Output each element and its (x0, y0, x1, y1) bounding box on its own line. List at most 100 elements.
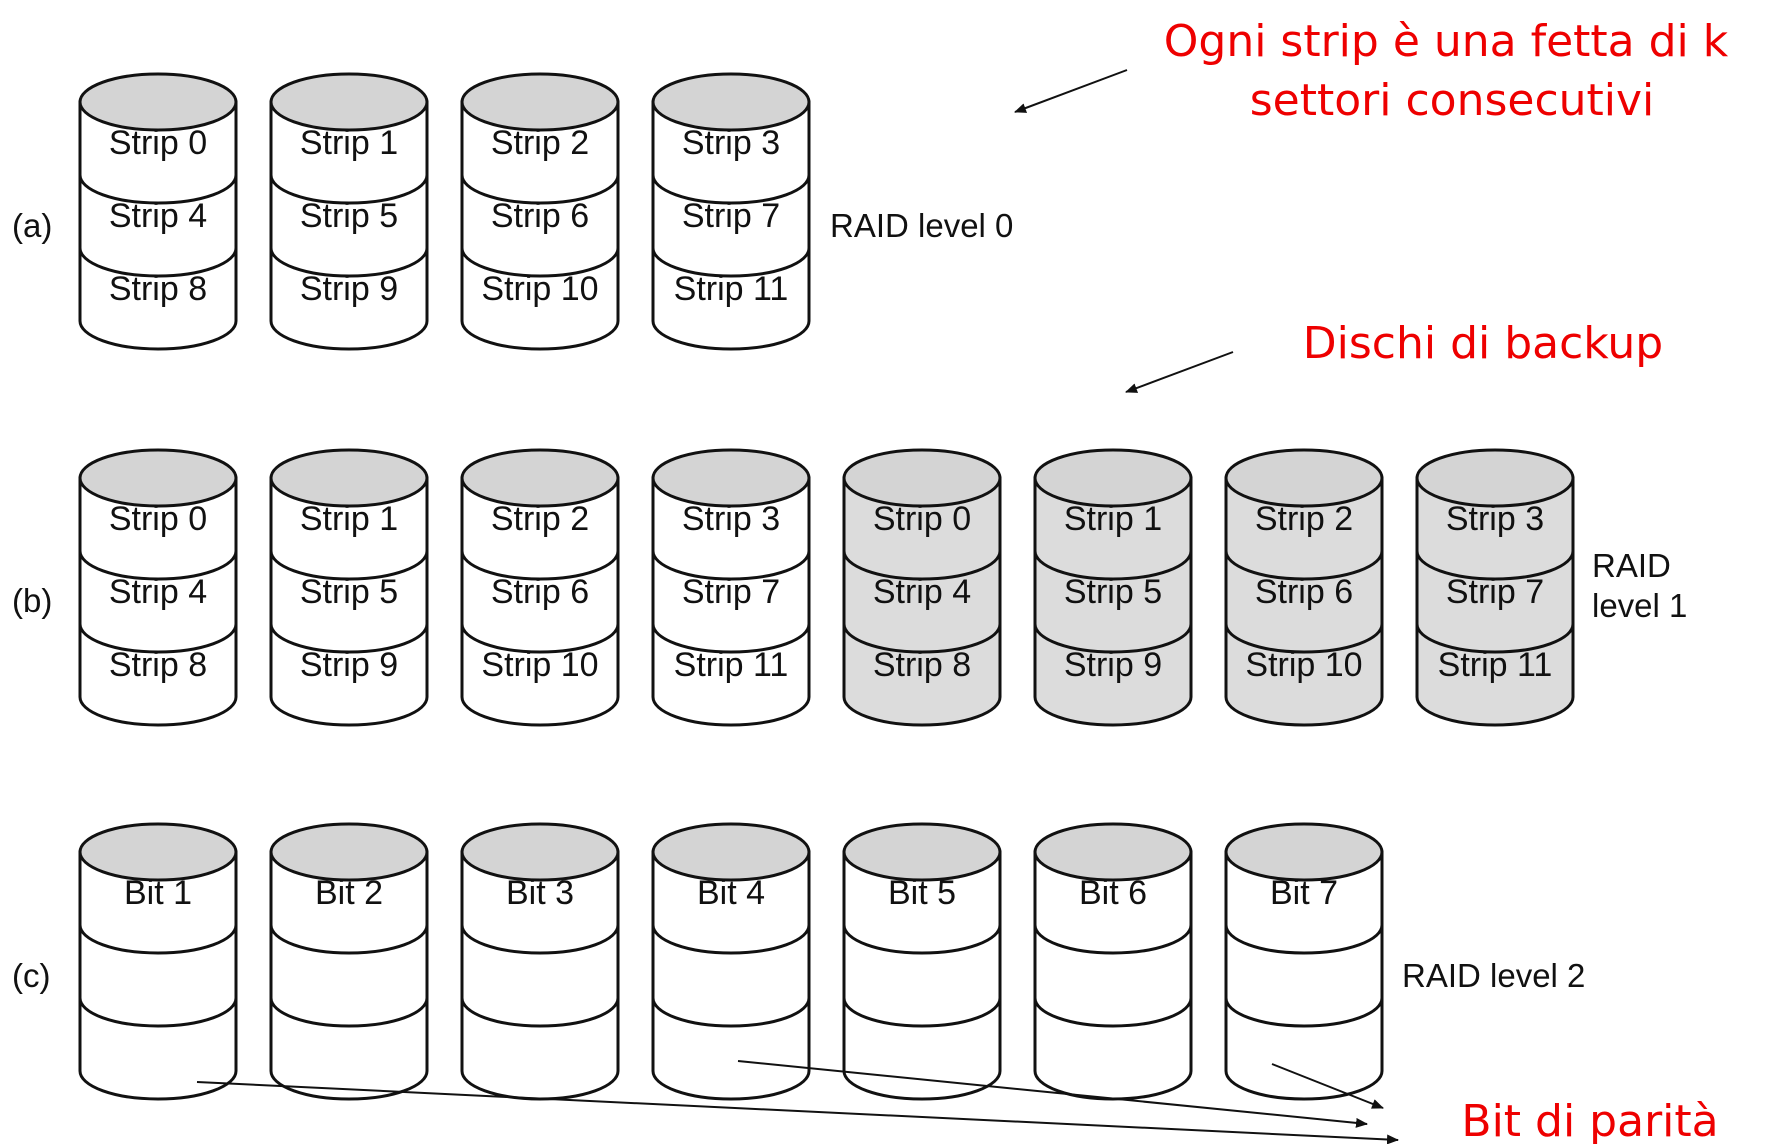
strip-label: Bit 1 (124, 874, 192, 912)
strip-label: Strip 6 (1255, 573, 1353, 611)
strip-label: Strip 3 (682, 500, 780, 538)
disk-band-divider (460, 623, 620, 654)
disk-band-divider (1224, 550, 1384, 581)
disk-band-divider (460, 247, 620, 278)
strip-label: Strip 9 (300, 646, 398, 684)
parity-arrow-1 (196, 1081, 1399, 1144)
disk-band-divider (842, 550, 1002, 581)
disk-band-divider (1415, 550, 1575, 581)
raid-level-0-label: RAID level 0 (830, 207, 1013, 244)
disk-band-divider (842, 924, 1002, 955)
disk-band-divider (1224, 623, 1384, 654)
strip-label: Bit 3 (506, 874, 574, 912)
disk-band-divider (269, 174, 429, 205)
strip-label: Strip 5 (1064, 573, 1162, 611)
disk-band-divider (269, 924, 429, 955)
disk-top (842, 448, 1002, 508)
disk-top (460, 72, 620, 132)
disk-c-2: Bit 3 (460, 822, 620, 1101)
disk-band-divider (269, 247, 429, 278)
strip-label: Strip 8 (873, 646, 971, 684)
disk-top (651, 72, 811, 132)
disk-band-divider (1033, 550, 1193, 581)
disk-body (651, 100, 811, 351)
disk-top (1033, 448, 1193, 508)
strip-label: Strip 10 (1245, 646, 1362, 684)
strip-label: Strip 3 (1446, 500, 1544, 538)
raid-level-1-label-line1: RAID (1592, 547, 1671, 584)
strip-label: Strip 8 (109, 270, 207, 308)
disk-band-divider (842, 997, 1002, 1028)
disk-band-divider (1033, 997, 1193, 1028)
disk-top (651, 822, 811, 882)
disk-c-5: Bit 6 (1033, 822, 1193, 1101)
strip-label: Strip 1 (300, 124, 398, 162)
disk-band-divider (651, 550, 811, 581)
strip-label: Strip 2 (1255, 500, 1353, 538)
strip-label: Bit 6 (1079, 874, 1147, 912)
disk-c-3: Bit 4 (651, 822, 811, 1101)
disk-top (1224, 822, 1384, 882)
disk-body (460, 100, 620, 351)
disk-top (1224, 448, 1384, 508)
strip-label: Strip 9 (300, 270, 398, 308)
disk-band-divider (1033, 924, 1193, 955)
disk-body (1033, 476, 1193, 727)
disk-band-divider (460, 550, 620, 581)
disk-band-divider (1224, 924, 1384, 955)
parity-arrow-4 (737, 1060, 1368, 1128)
disk-band-divider (1224, 997, 1384, 1028)
disk-body (842, 850, 1002, 1101)
strip-note-arrow (1014, 69, 1128, 113)
raid-level-1-row: Strip 0 Strip 4 Strip 8 Strip 1 Strip 5 Strip… (78, 448, 1575, 727)
disk-top (78, 448, 238, 508)
disk-band-divider (460, 997, 620, 1028)
strip-note-line1: Ogni strip è una fetta di k (1164, 16, 1729, 67)
strip-label: Strip 6 (491, 197, 589, 235)
disk-band-divider (78, 174, 238, 205)
strip-label: Strip 2 (491, 124, 589, 162)
strip-label: Bit 7 (1270, 874, 1338, 912)
disk-b-4-backup: Strip 0 Strip 4 Strip 8 (842, 448, 1002, 727)
disk-top (78, 822, 238, 882)
disk-b-6-backup: Strip 2 Strip 6 Strip 10 (1224, 448, 1384, 727)
strip-label: Strip 10 (481, 646, 598, 684)
disk-a-2: Strip 2 Strip 6 Strip 10 (460, 72, 620, 351)
disk-band-divider (78, 997, 238, 1028)
disk-top (269, 822, 429, 882)
strip-label: Strip 11 (1438, 646, 1553, 684)
strip-label: Strip 4 (873, 573, 971, 611)
strip-label: Strip 10 (481, 270, 598, 308)
disk-band-divider (651, 623, 811, 654)
strip-label: Strip 5 (300, 573, 398, 611)
strip-label: Strip 2 (491, 500, 589, 538)
disk-body (78, 100, 238, 351)
strip-label: Strip 1 (1064, 500, 1162, 538)
row-label-c: (c) (12, 957, 50, 994)
strip-label: Strip 7 (682, 197, 780, 235)
disk-top (269, 448, 429, 508)
disk-band-divider (78, 924, 238, 955)
strip-label: Strip 0 (109, 124, 207, 162)
strip-label: Strip 7 (682, 573, 780, 611)
disk-band-divider (78, 623, 238, 654)
disk-body (78, 850, 238, 1101)
strip-label: Bit 5 (888, 874, 956, 912)
disk-c-6: Bit 7 (1224, 822, 1384, 1101)
disk-body (269, 100, 429, 351)
disk-body (460, 476, 620, 727)
disk-body (842, 476, 1002, 727)
disk-band-divider (651, 924, 811, 955)
strip-label: Strip 3 (682, 124, 780, 162)
disk-c-1: Bit 2 (269, 822, 429, 1101)
strip-label: Strip 0 (873, 500, 971, 538)
backup-note-arrow (1125, 351, 1234, 393)
parity-note: Bit di parità (1461, 1096, 1718, 1144)
disk-band-divider (1415, 623, 1575, 654)
